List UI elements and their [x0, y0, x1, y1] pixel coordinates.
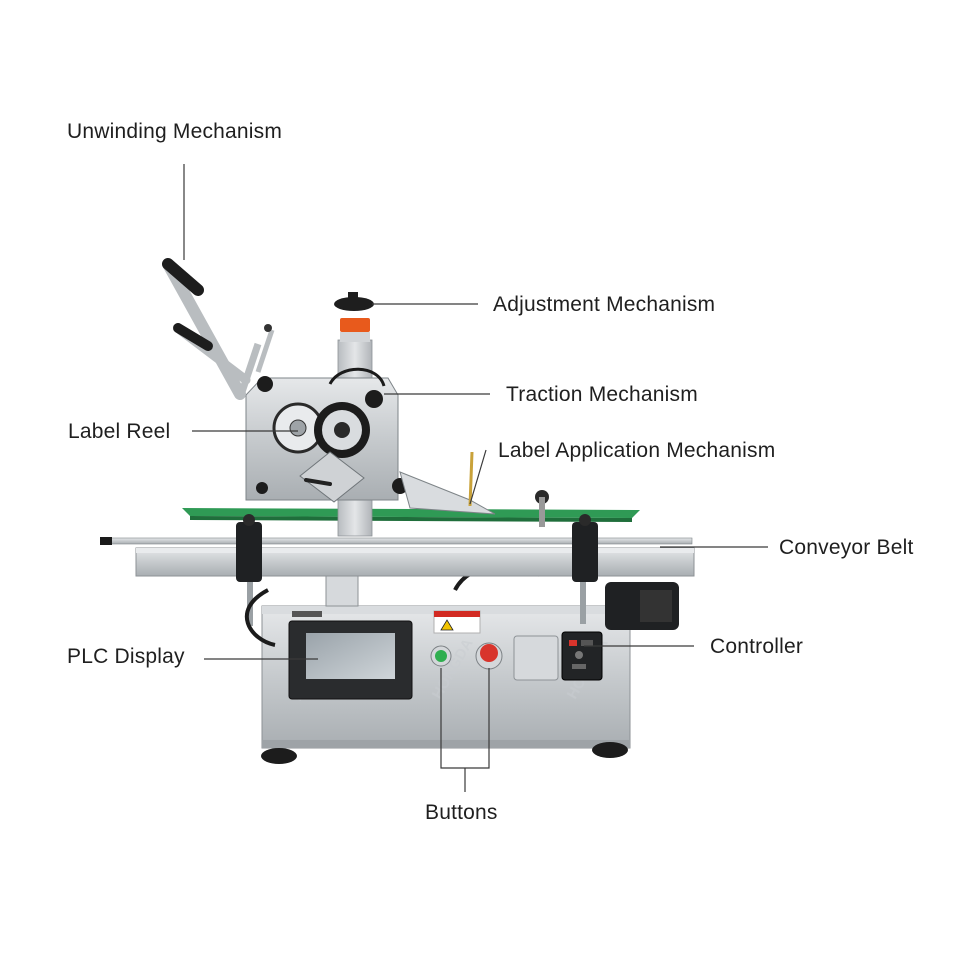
foot-right — [592, 742, 628, 758]
leader-lines — [183, 164, 768, 792]
callout-plc-display: PLC Display — [67, 645, 185, 668]
callout-controller: Controller — [710, 635, 804, 658]
cover-plate — [513, 635, 559, 681]
callout-label-reel: Label Reel — [68, 420, 171, 443]
labeling-head — [162, 258, 496, 537]
plc-display — [288, 611, 413, 700]
callout-adjustment-mechanism: Adjustment Mechanism — [493, 293, 716, 316]
stop-button — [475, 642, 503, 670]
callout-conveyor-belt: Conveyor Belt — [779, 536, 914, 559]
speed-controller — [561, 631, 603, 681]
conveyor — [100, 490, 695, 647]
callout-buttons: Buttons — [425, 801, 498, 824]
foot-left — [261, 748, 297, 764]
callout-label-application-mechanism: Label Application Mechanism — [498, 439, 776, 462]
leader-label-application — [469, 449, 487, 505]
start-button — [430, 645, 452, 667]
callout-unwinding-mechanism: Unwinding Mechanism — [67, 120, 283, 143]
warning-sticker — [433, 610, 481, 634]
callout-traction-mechanism: Traction Mechanism — [506, 383, 698, 406]
adjustment-knob — [334, 297, 374, 311]
